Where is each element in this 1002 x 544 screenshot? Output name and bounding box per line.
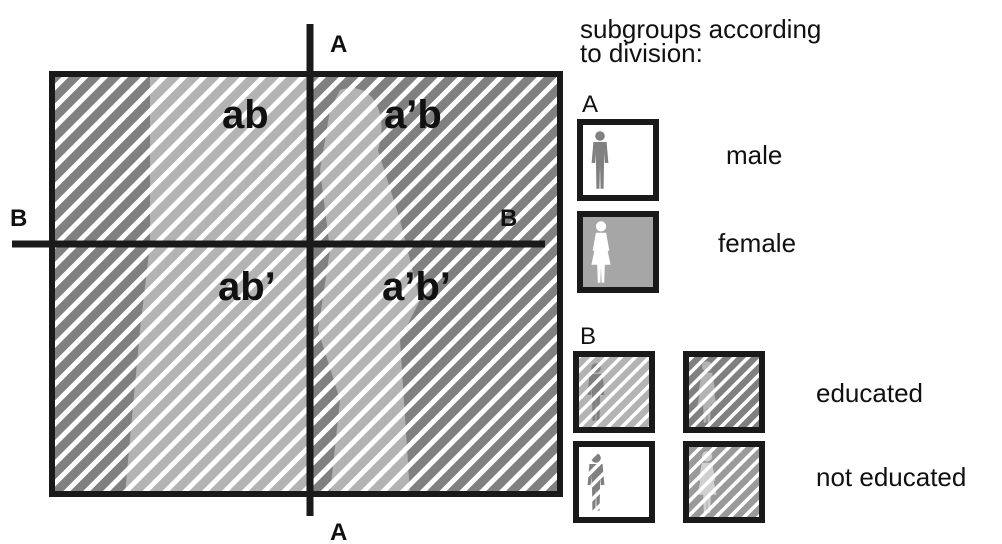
legend-section-b-label: B — [580, 323, 596, 350]
legend-title-line2: to division: — [580, 38, 703, 68]
legend-not-educated-female-box — [683, 441, 765, 523]
quadrant-label-a-prime-b-prime: a’b’ — [382, 265, 451, 309]
quadrant-label-a-prime-b: a’b — [384, 93, 442, 137]
legend-title-line1: subgroups according — [580, 14, 821, 44]
legend-male-label: male — [726, 140, 782, 170]
legend-not-educated-male-box — [573, 441, 655, 523]
axis-b-label-left: B — [10, 205, 27, 232]
legend-educated-label: educated — [816, 378, 923, 408]
legend-female-box — [577, 211, 659, 293]
legend-male-box — [577, 119, 659, 201]
legend-educated-male-box — [573, 351, 655, 433]
legend-female-label: female — [718, 228, 796, 258]
main-frame — [49, 71, 563, 497]
axis-a-label-bottom: A — [330, 519, 347, 544]
axis-a-label-top: A — [330, 31, 347, 58]
legend-section-a-label: A — [582, 91, 598, 118]
legend-educated-female-box — [683, 351, 765, 433]
axis-b-label-right: B — [500, 205, 517, 232]
quadrant-label-ab-prime: ab’ — [218, 265, 276, 309]
legend-not-educated-label: not educated — [816, 462, 966, 492]
main-square — [52, 74, 560, 494]
quadrant-label-ab: ab — [222, 93, 269, 137]
